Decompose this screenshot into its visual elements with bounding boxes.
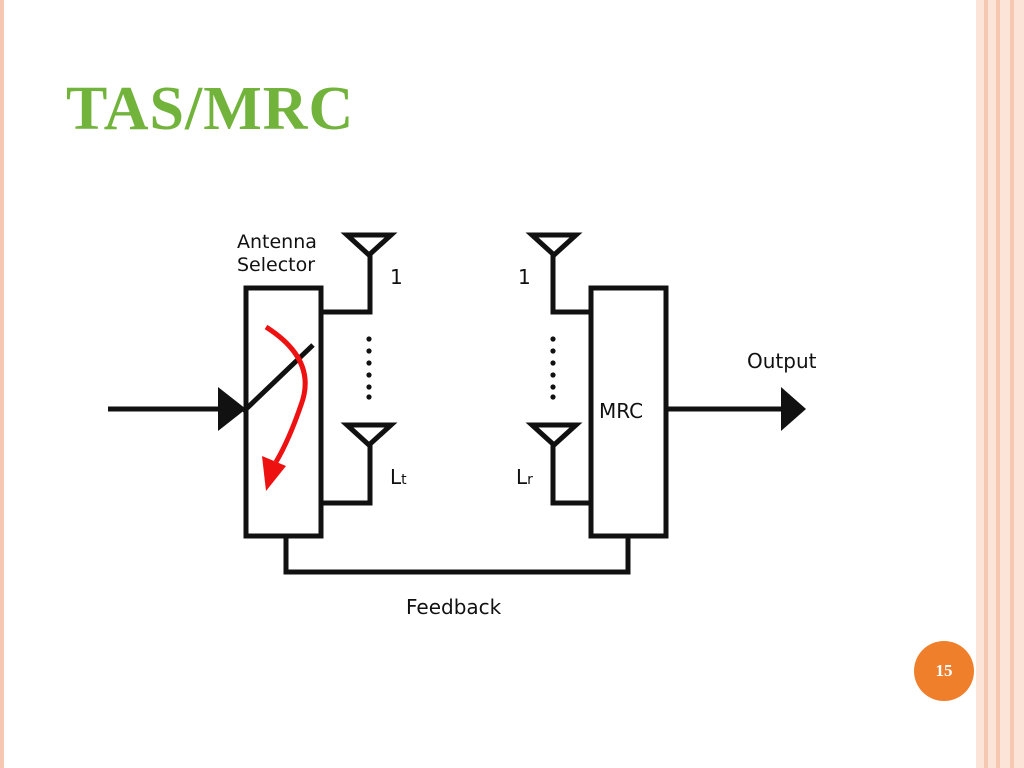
output-label: Output [747, 349, 817, 373]
tx-antenna-ellipsis [366, 336, 372, 400]
rx-antenna-1-label: 1 [518, 265, 531, 289]
switch-arrow-curve [264, 324, 308, 464]
input-arrowhead [218, 387, 246, 431]
slide-title: TAS/MRC [66, 75, 355, 143]
rx-antenna-lr [525, 422, 583, 449]
tx-antenna-lt [340, 422, 398, 449]
mrc-label: MRC [599, 399, 643, 423]
feedback-label: Feedback [406, 595, 502, 619]
rx-antenna-lr-feed [550, 442, 591, 506]
page-number-badge: 15 [914, 641, 974, 701]
tx-antenna-1-label: 1 [390, 265, 403, 289]
tx-antenna-1 [340, 232, 398, 259]
selector-label-line1: Antenna [237, 231, 317, 253]
switch-blade [241, 343, 315, 414]
output-arrowhead [781, 387, 806, 431]
right-border-decoration [976, 0, 1024, 768]
tx-antenna-lt-feed [321, 442, 373, 506]
antenna-selector-box [243, 285, 324, 539]
switch-arrow-head [262, 456, 286, 491]
rx-antenna-1 [525, 232, 583, 259]
tx-antenna-lt-label: Lt [390, 465, 407, 489]
left-edge-line [0, 0, 4, 768]
rx-antenna-ellipsis [550, 336, 556, 400]
tx-antenna-1-feed [321, 252, 373, 315]
selector-label-line2: Selector [237, 254, 315, 276]
rx-antenna-lr-label: Lr [516, 465, 533, 489]
rx-antenna-1-feed [550, 252, 591, 315]
feedback-line [283, 536, 631, 575]
